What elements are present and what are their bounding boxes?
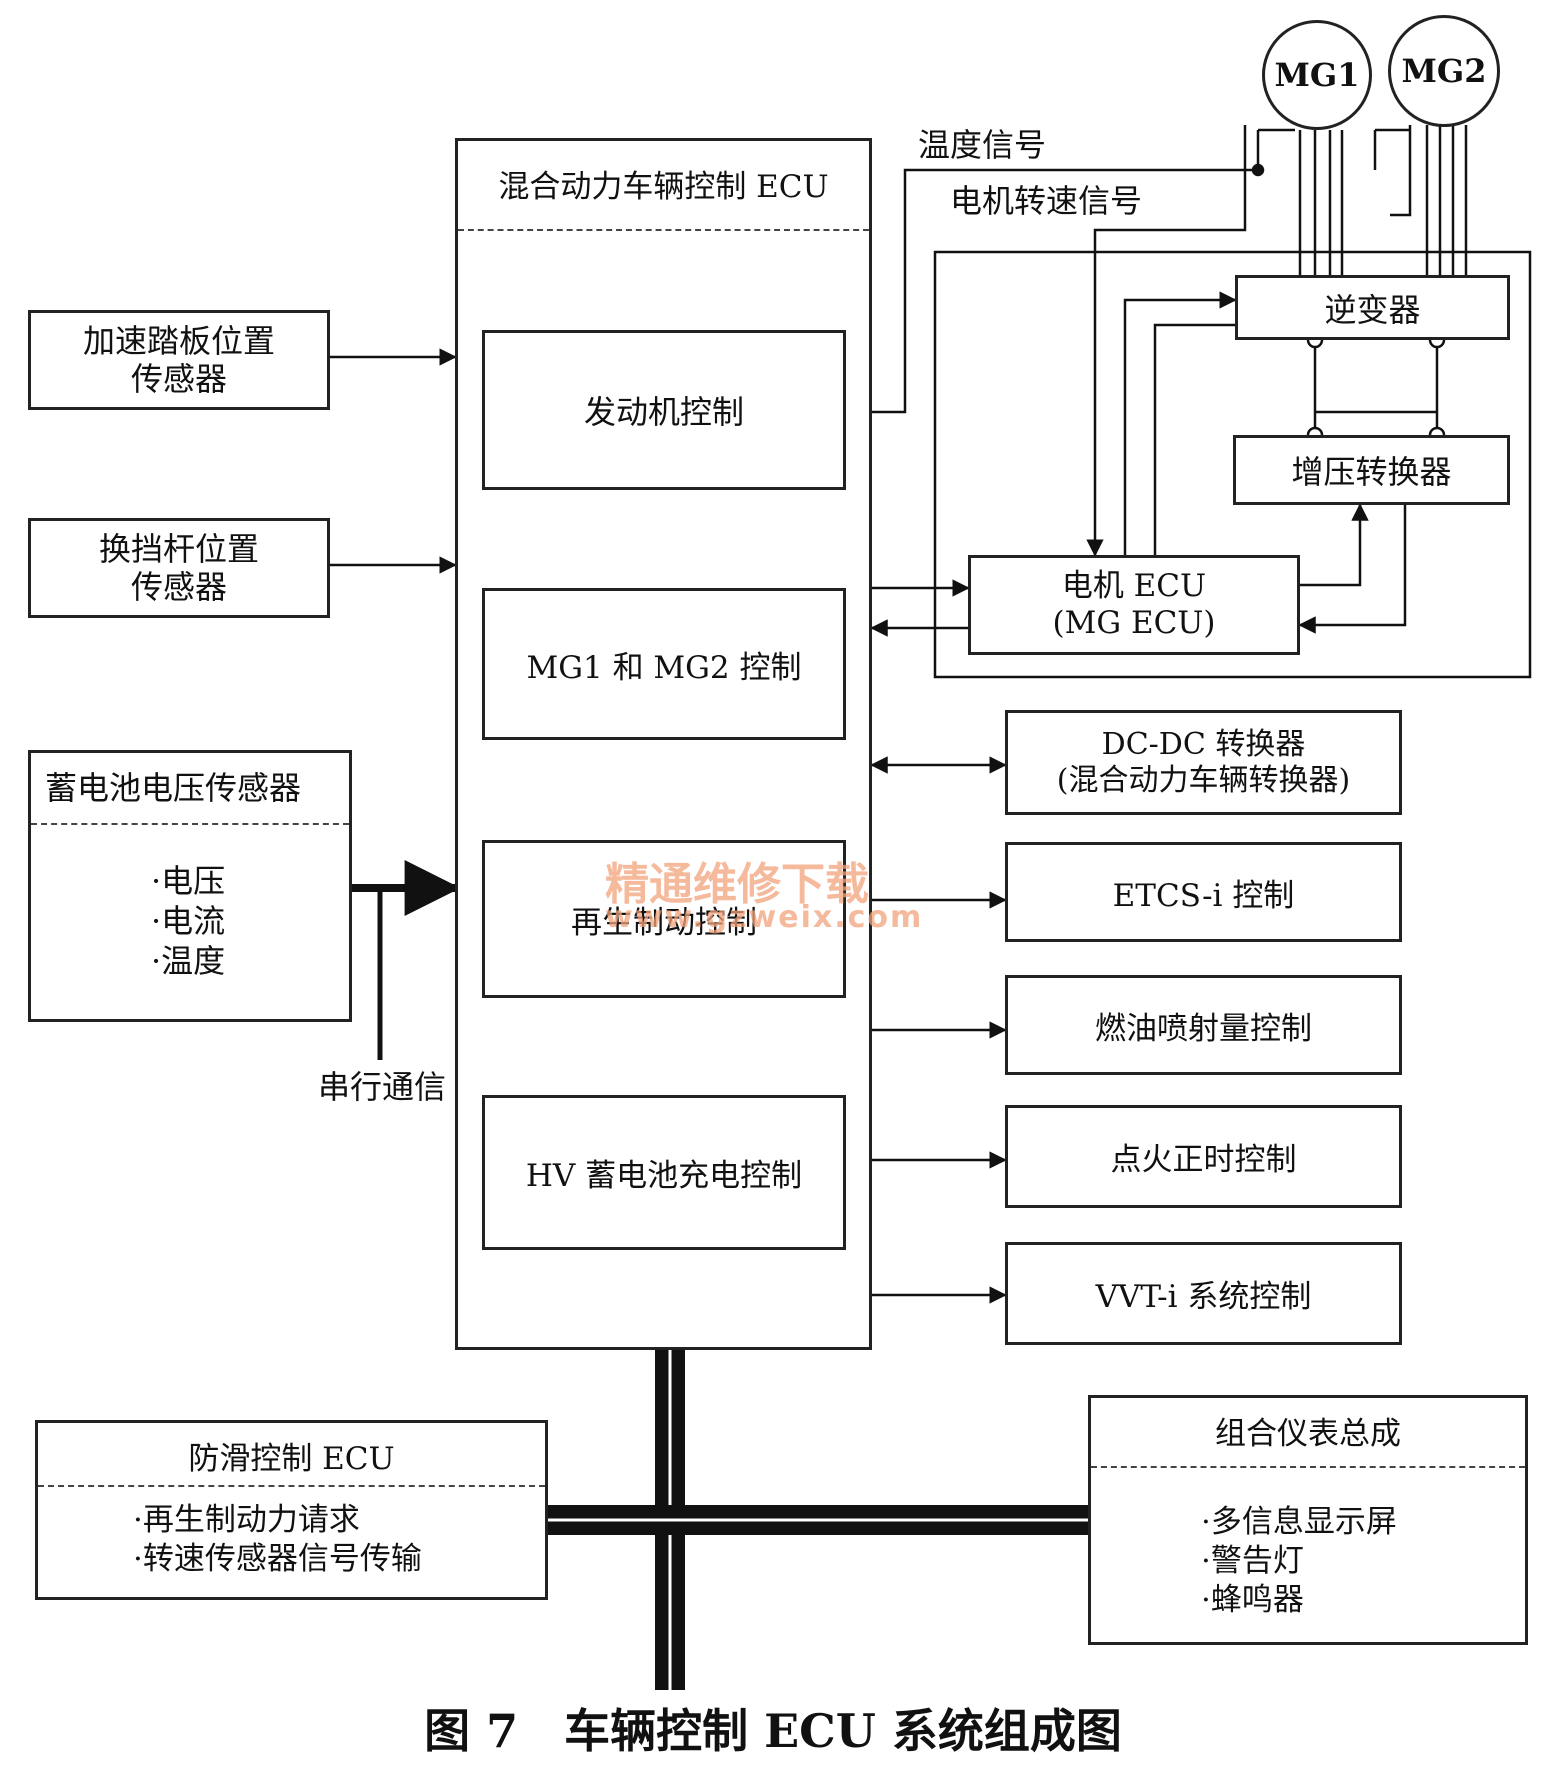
engine-control-label: 发动机控制 (583, 393, 744, 431)
mg2-motor: MG2 (1388, 15, 1500, 127)
shift-lever-sensor-label: 换挡杆位置 传感器 (98, 529, 259, 606)
mg-subsystem-frame (933, 250, 1532, 679)
dcdc-converter-label: DC-DC 转换器 (混合动力车辆转换器) (1056, 726, 1351, 798)
motor-speed-signal-line (1086, 125, 1247, 557)
serial-comm-label: 串行通信 (318, 1068, 447, 1106)
mg-control-label: MG1 和 MG2 控制 (526, 649, 802, 686)
vvt-control-label: VVT-i 系统控制 (1095, 1279, 1312, 1315)
mg2-label: MG2 (1401, 52, 1487, 90)
mg1-label: MG1 (1274, 56, 1360, 94)
battery-sensor-items: ·电压 ·电流 ·温度 (151, 862, 226, 980)
boost-converter-label: 增压转换器 (1291, 453, 1452, 491)
fuel-injection-control-box: 燃油喷射量控制 (1005, 975, 1402, 1075)
regen-brake-control-label: 再生制动控制 (571, 904, 757, 941)
skid-control-ecu-box: 防滑控制 ECU ·再生制动力请求 ·转速传感器信号传输 (35, 1420, 548, 1600)
mg-control-box: MG1 和 MG2 控制 (482, 588, 846, 740)
regen-brake-control-box: 再生制动控制 (482, 840, 846, 998)
engine-control-box: 发动机控制 (482, 330, 846, 490)
accel-pedal-sensor-box: 加速踏板位置 传感器 (28, 310, 330, 410)
accel-pedal-sensor-label: 加速踏板位置 传感器 (82, 321, 275, 398)
combination-meter-items: ·多信息显示屏 ·警告灯 ·蜂鸣器 (1201, 1504, 1397, 1618)
combination-meter-title: 组合仪表总成 (1215, 1416, 1401, 1452)
vvt-control-box: VVT-i 系统控制 (1005, 1242, 1402, 1345)
mg-ecu-label: 电机 ECU (MG ECU) (1052, 567, 1216, 641)
hv-battery-charge-control-box: HV 蓄电池充电控制 (482, 1095, 846, 1250)
ignition-timing-control-label: 点火正时控制 (1110, 1142, 1297, 1178)
mg1-motor: MG1 (1262, 20, 1372, 130)
ignition-timing-control-box: 点火正时控制 (1005, 1105, 1402, 1208)
battery-sensor-box: 蓄电池电压传感器 ·电压 ·电流 ·温度 (28, 750, 352, 1022)
battery-sensor-title: 蓄电池电压传感器 (45, 769, 302, 807)
etcs-control-box: ETCS-i 控制 (1005, 842, 1402, 942)
shift-lever-sensor-box: 换挡杆位置 传感器 (28, 518, 330, 618)
inverter-label: 逆变器 (1324, 290, 1421, 329)
hv-battery-charge-control-label: HV 蓄电池充电控制 (525, 1158, 803, 1194)
boost-converter-box: 增压转换器 (1233, 435, 1510, 505)
watermark-url: www.gzweix.com (605, 900, 924, 935)
inverter-box: 逆变器 (1235, 275, 1510, 340)
figure-caption: 图 7 车辆控制 ECU 系统组成图 (424, 1704, 1122, 1758)
temp-signal-label: 温度信号 (918, 126, 1047, 164)
dcdc-converter-box: DC-DC 转换器 (混合动力车辆转换器) (1005, 710, 1402, 815)
mg-ecu-box: 电机 ECU (MG ECU) (968, 555, 1300, 655)
temp-signal-line (872, 168, 1258, 414)
combination-meter-box: 组合仪表总成 ·多信息显示屏 ·警告灯 ·蜂鸣器 (1088, 1395, 1528, 1645)
skid-control-ecu-items: ·再生制动力请求 ·转速传感器信号传输 (133, 1502, 422, 1577)
fuel-injection-control-label: 燃油喷射量控制 (1095, 1010, 1312, 1047)
hv-ecu-title: 混合动力车辆控制 ECU (498, 169, 829, 205)
skid-control-ecu-title: 防滑控制 ECU (188, 1441, 395, 1477)
watermark-cn: 精通维修下载 (605, 859, 869, 910)
etcs-control-label: ETCS-i 控制 (1112, 877, 1295, 914)
motor-speed-signal-label: 电机转速信号 (950, 182, 1143, 220)
